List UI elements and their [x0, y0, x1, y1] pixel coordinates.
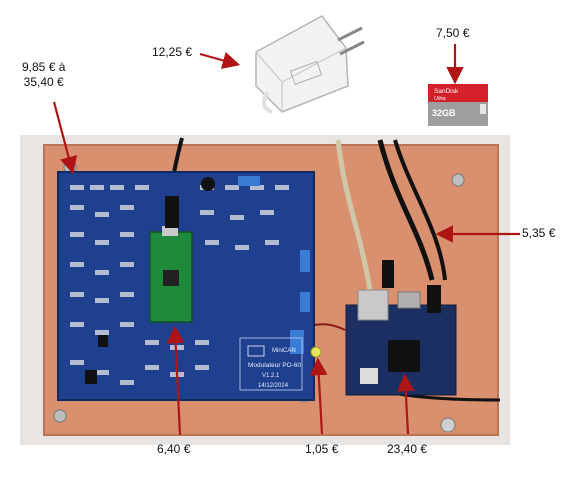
- usb-port: [397, 291, 421, 309]
- arrow-power-supply: [199, 51, 241, 69]
- price-sbc: 23,40 €: [387, 442, 428, 456]
- board-date: 14/12/2024: [258, 383, 289, 389]
- price-power-supply: 12,25 €: [152, 45, 193, 59]
- sd-card-icon: [428, 84, 488, 126]
- price-led: 1,05 €: [305, 442, 339, 456]
- ic-chip-icon: [98, 335, 108, 347]
- price-sd-card: 7,50 €: [436, 26, 470, 40]
- mount-hole-icon: [451, 173, 465, 187]
- price-pcb-range: 9,85 € à 35,40 €: [22, 60, 65, 90]
- power-cable-2: [393, 139, 447, 281]
- pcb-connectors: [238, 176, 310, 354]
- board-brand: MiniCAN: [272, 348, 296, 354]
- usb-plug: [165, 196, 179, 228]
- ethernet-port: [357, 289, 389, 321]
- led-icon: [310, 346, 322, 358]
- sd-capacity: 32GB: [432, 108, 456, 118]
- arrow-pico: [166, 325, 185, 436]
- ethernet-cable: [335, 139, 373, 291]
- price-pico: 6,40 €: [157, 442, 191, 456]
- power-cable: [377, 139, 435, 281]
- board-label-panel: [239, 337, 303, 391]
- mount-hole-icon: [53, 409, 67, 423]
- price-cables: 5,35 €: [522, 226, 556, 240]
- soc-chip: [388, 340, 420, 372]
- arrow-pcb: [52, 101, 78, 175]
- arrow-led: [309, 357, 328, 435]
- arrow-sbc: [396, 373, 415, 435]
- ic-chip-icon: [85, 370, 97, 384]
- price-pcb-range-line1: 9,85 € à: [22, 60, 66, 74]
- board-title: Modulateur PO-60: [248, 362, 301, 369]
- price-pcb-range-line2: 35,40 €: [23, 75, 64, 89]
- potentiometer-icon: [201, 177, 215, 191]
- sd-line: Ultra: [434, 96, 446, 102]
- sd-brand: SanDisk: [434, 88, 459, 95]
- mount-hole-icon: [440, 417, 456, 433]
- power-supply-icon: [255, 15, 365, 114]
- board-version: V1.2.1: [262, 373, 280, 379]
